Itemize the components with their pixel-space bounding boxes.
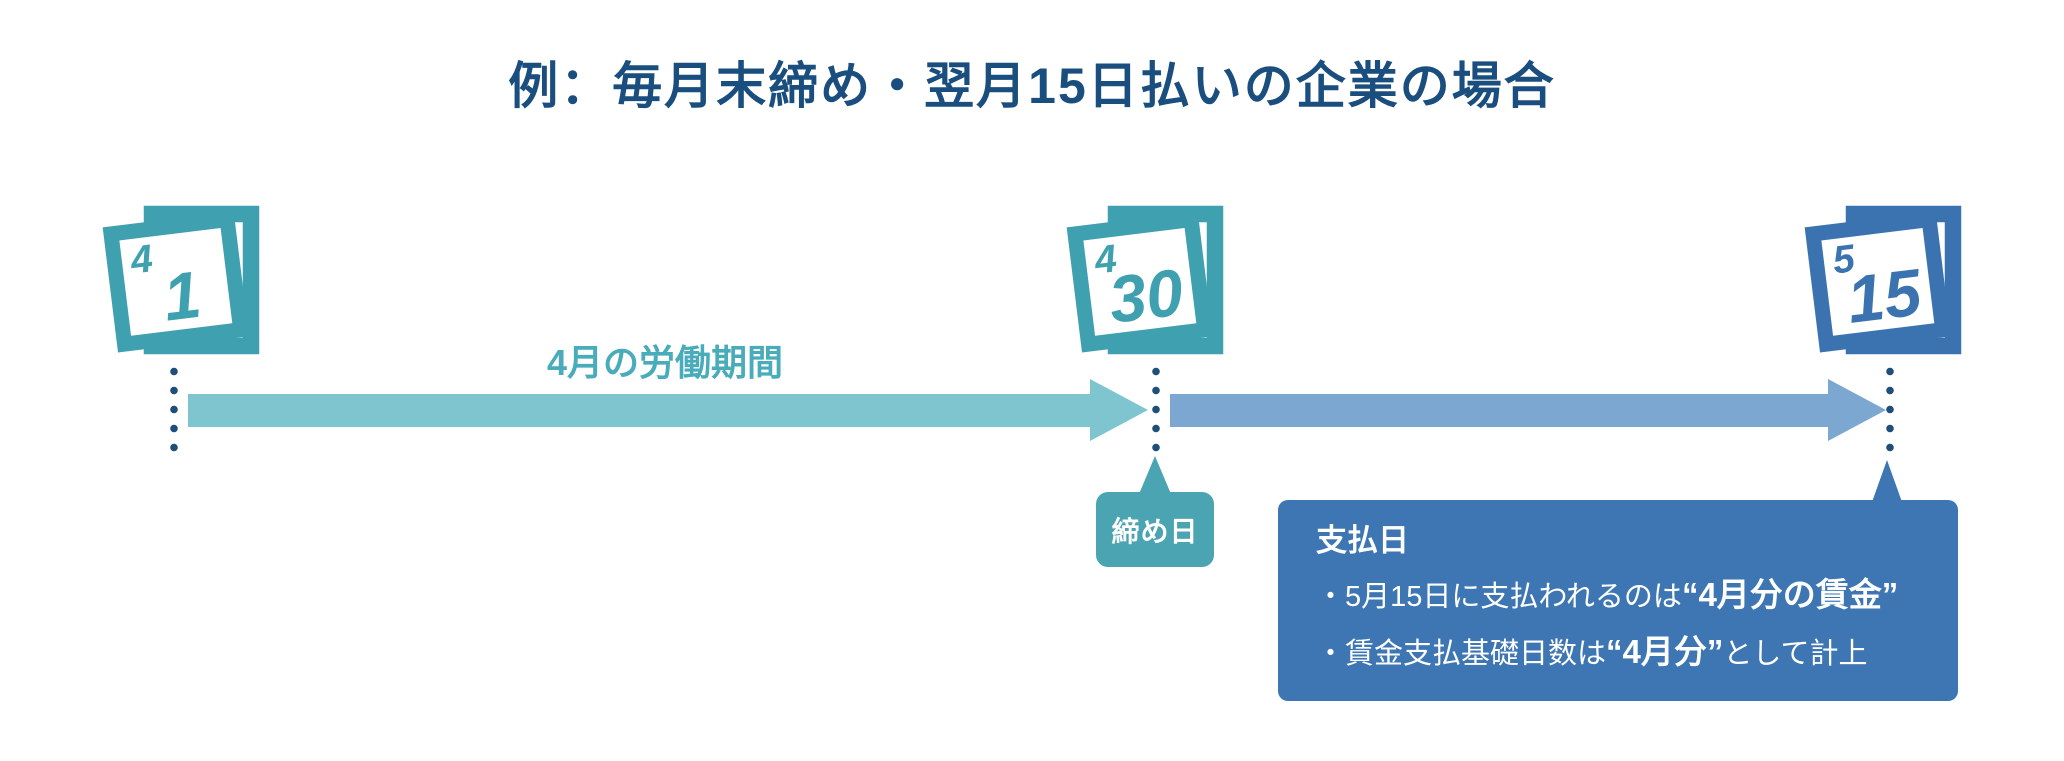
calendar-month: 4 [1091,237,1119,282]
calendar-april-1: 4 1 [102,205,260,355]
payday-box: 支払日 ・5月15日に支払われるのは“4月分の賃金” ・賃金支払基礎日数は“4月… [1278,500,1958,701]
payday-bullet-1: ・5月15日に支払われるのは“4月分の賃金” [1316,577,1934,615]
calendar-day: 1 [159,257,204,335]
work-period-arrow-head [1090,379,1148,441]
work-period-label: 4月の労働期間 [546,342,784,383]
payday-bullet-2: ・賃金支払基礎日数は“4月分”として計上 [1316,634,1934,672]
bullet-2-emphasis: “4月分” [1606,633,1724,670]
calendar-icon: 4 1 [102,205,260,355]
bullet-2-suffix: として計上 [1723,638,1868,670]
payment-wait-arrow-body [1170,394,1828,427]
calendar-may-15: 5 15 [1804,205,1962,355]
cutoff-badge-pointer [1139,456,1171,494]
dotted-line-april-30 [1152,362,1160,457]
dotted-line-may-15 [1886,362,1894,457]
page-title: 例：毎月末締め・翌月15日払いの企業の場合 [508,58,1556,114]
calendar-icon: 5 15 [1804,205,1962,355]
dotted-line-april-1 [170,362,178,458]
cutoff-badge: 締め日 [1096,492,1214,567]
bullet-1-emphasis: “4月分の賃金” [1681,576,1899,613]
work-period-arrow-body [188,394,1090,427]
bullet-2-text: ・賃金支払基礎日数は [1316,638,1607,670]
payday-box-pointer [1872,460,1902,502]
bullet-1-text: ・5月15日に支払われるのは [1316,581,1682,613]
calendar-day: 30 [1105,254,1187,336]
calendar-april-30: 4 30 [1066,205,1224,355]
payment-wait-arrow-head [1828,379,1886,441]
calendar-icon: 4 30 [1066,205,1224,355]
payday-box-title: 支払日 [1316,523,1409,558]
calendar-day: 15 [1843,254,1926,337]
calendar-month: 4 [127,237,155,282]
